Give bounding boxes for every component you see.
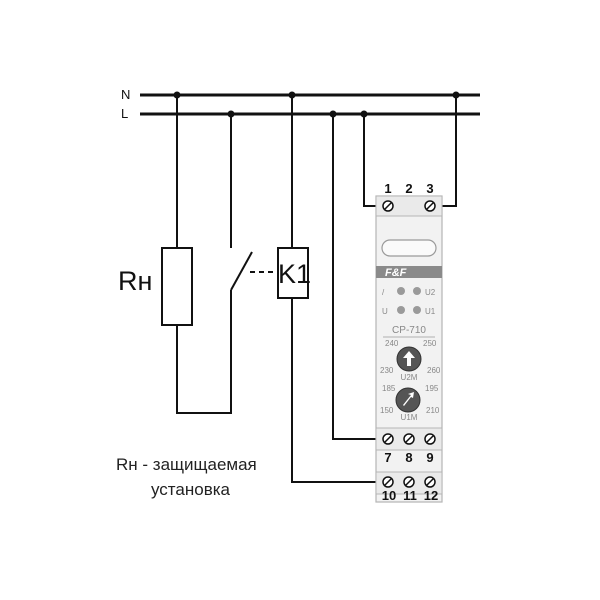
led-indicator [397, 306, 405, 314]
terminal-label-3: 3 [426, 181, 433, 196]
relay-coil-label: K1 [278, 259, 311, 289]
device-top-terminal-block [375, 195, 443, 217]
device-label-window [381, 239, 437, 257]
bus-label-n: N [121, 87, 130, 102]
knob-upper-scale-tr: 250 [423, 339, 437, 348]
terminal-label-7: 7 [384, 450, 391, 465]
knob-upper-scale-bl: 230 [380, 366, 394, 375]
terminal-label-12: 12 [424, 488, 438, 503]
knob-lower-arrow-icon [403, 392, 414, 406]
terminal-screws [382, 200, 436, 488]
knob-lower-scale-tr: 195 [425, 384, 439, 393]
relay-coil [277, 247, 309, 299]
led-label-top-left: / [382, 288, 385, 297]
knob-upper-label: U2M [401, 373, 418, 382]
device-model: CP-710 [392, 325, 426, 336]
caption-line-2: установка [151, 480, 231, 499]
knob-lower-scale-tl: 185 [382, 384, 396, 393]
knob-lower-label: U1M [401, 413, 418, 422]
knob-upper-arrow-icon [403, 351, 415, 366]
terminal-label-9: 9 [426, 450, 433, 465]
device-logo: F&F [385, 267, 407, 279]
led-indicator [413, 306, 421, 314]
device-logo-bar [376, 266, 442, 278]
knob-lower-scale-br: 210 [426, 406, 440, 415]
led-indicator [397, 287, 405, 295]
load-label: Rн [118, 266, 152, 296]
led-label-top-right: U2 [425, 288, 436, 297]
knob-lower-scale-bl: 150 [380, 406, 394, 415]
terminal-label-8: 8 [405, 450, 412, 465]
load-resistor [161, 247, 193, 326]
wire-n-to-3 [430, 95, 457, 207]
bus-label-l: L [121, 106, 128, 121]
wire-coil-to-10 [291, 298, 388, 483]
knob-upper-scale-tl: 240 [385, 339, 399, 348]
led-label-bottom-left: U [382, 307, 388, 316]
terminal-label-11: 11 [403, 488, 417, 503]
wire-load-return [176, 290, 232, 414]
terminal-label-10: 10 [382, 488, 396, 503]
caption-line-1: Rн - защищаемая [116, 455, 257, 474]
terminal-label-1: 1 [384, 181, 391, 196]
wire-l-to-7 [332, 114, 388, 440]
led-label-bottom-right: U1 [425, 307, 436, 316]
terminal-label-2: 2 [405, 181, 412, 196]
knob-upper-scale-br: 260 [427, 366, 441, 375]
switch-contact [230, 251, 253, 291]
led-indicator [413, 287, 421, 295]
